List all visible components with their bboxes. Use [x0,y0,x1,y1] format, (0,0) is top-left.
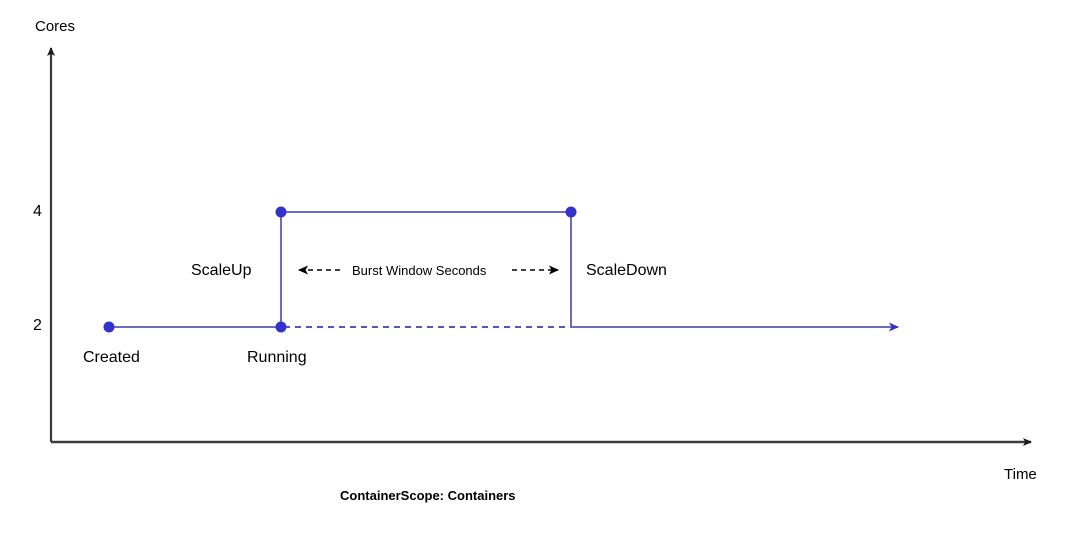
annotation-burst-window: Burst Window Seconds [352,263,487,278]
figure-title: ContainerScope: Containers [340,488,516,503]
marker-scaledown [565,206,577,218]
marker-created [103,321,115,333]
x-axis-label: Time [1004,466,1037,483]
state-label-created: Created [83,349,140,366]
annotation-scale-up: ScaleUp [191,262,252,279]
y-tick-2: 2 [33,317,42,334]
marker-running [275,321,287,333]
y-tick-4: 4 [33,203,42,220]
marker-scaleup [275,206,287,218]
y-axis-label: Cores [35,18,76,35]
annotation-scale-down: ScaleDown [586,262,667,279]
state-label-running: Running [247,349,307,366]
